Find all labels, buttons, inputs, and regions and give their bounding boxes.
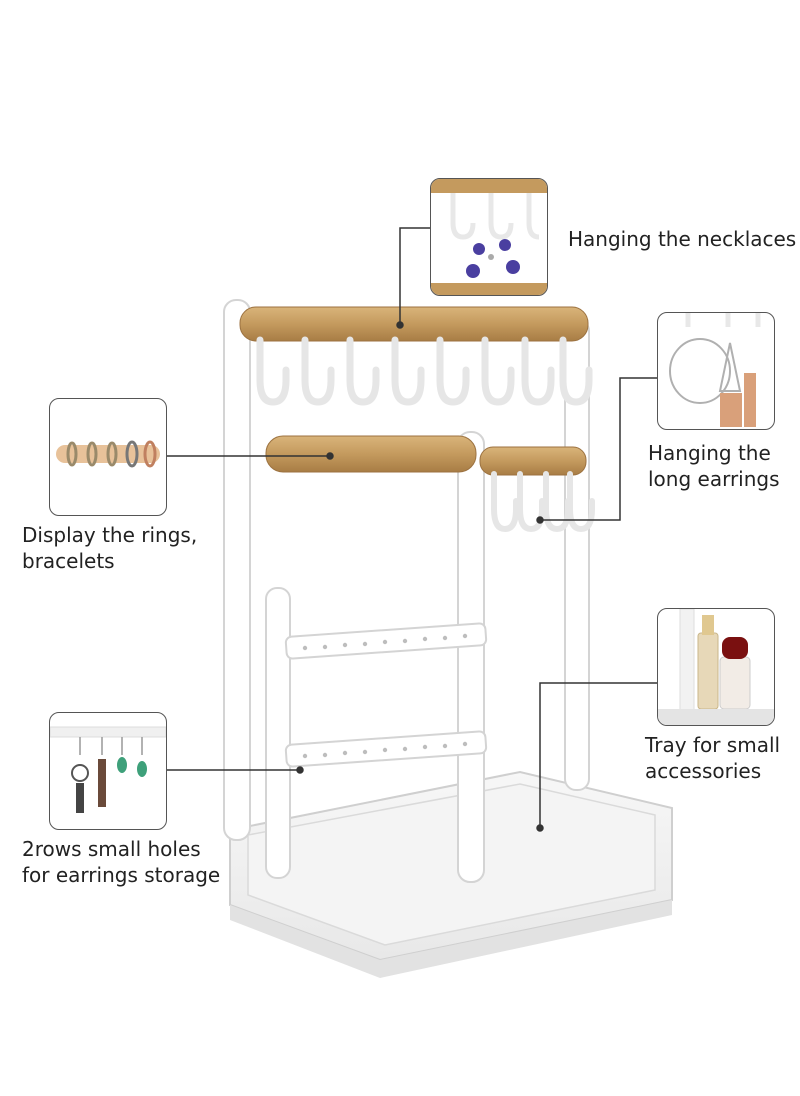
earring-wood-bar: [479, 446, 587, 476]
holes-label-line1: 2rows small holes: [22, 837, 201, 861]
necklace-callout-image: [430, 178, 548, 296]
tray: [229, 770, 673, 978]
tray-callout-image: [657, 608, 775, 726]
tray-label-line1: Tray for small: [645, 733, 781, 757]
rings-label-line2: bracelets: [22, 549, 115, 573]
top-wood-bar: [239, 306, 589, 342]
long-earrings-label-line1: Hanging the: [648, 441, 771, 465]
long-earrings-callout-image: [657, 312, 775, 430]
ring-wood-bar: [265, 435, 477, 473]
left-upright: [223, 299, 251, 841]
front-left-upright: [265, 587, 291, 879]
long-earrings-label-line2: long earrings: [648, 467, 780, 491]
holes-label-line2: for earrings storage: [22, 863, 221, 887]
necklace-label: Hanging the necklaces: [568, 227, 797, 251]
earring-hole-bars: [284, 622, 488, 768]
rings-label-line1: Display the rings,: [22, 523, 198, 547]
leader-lines: [165, 227, 657, 832]
earring-hooks: [491, 471, 595, 533]
holes-callout-image: [49, 712, 167, 830]
center-upright: [457, 431, 485, 883]
tray-label-line2: accessories: [645, 759, 762, 783]
rings-callout-image: [49, 398, 167, 516]
top-hooks: [256, 336, 593, 406]
